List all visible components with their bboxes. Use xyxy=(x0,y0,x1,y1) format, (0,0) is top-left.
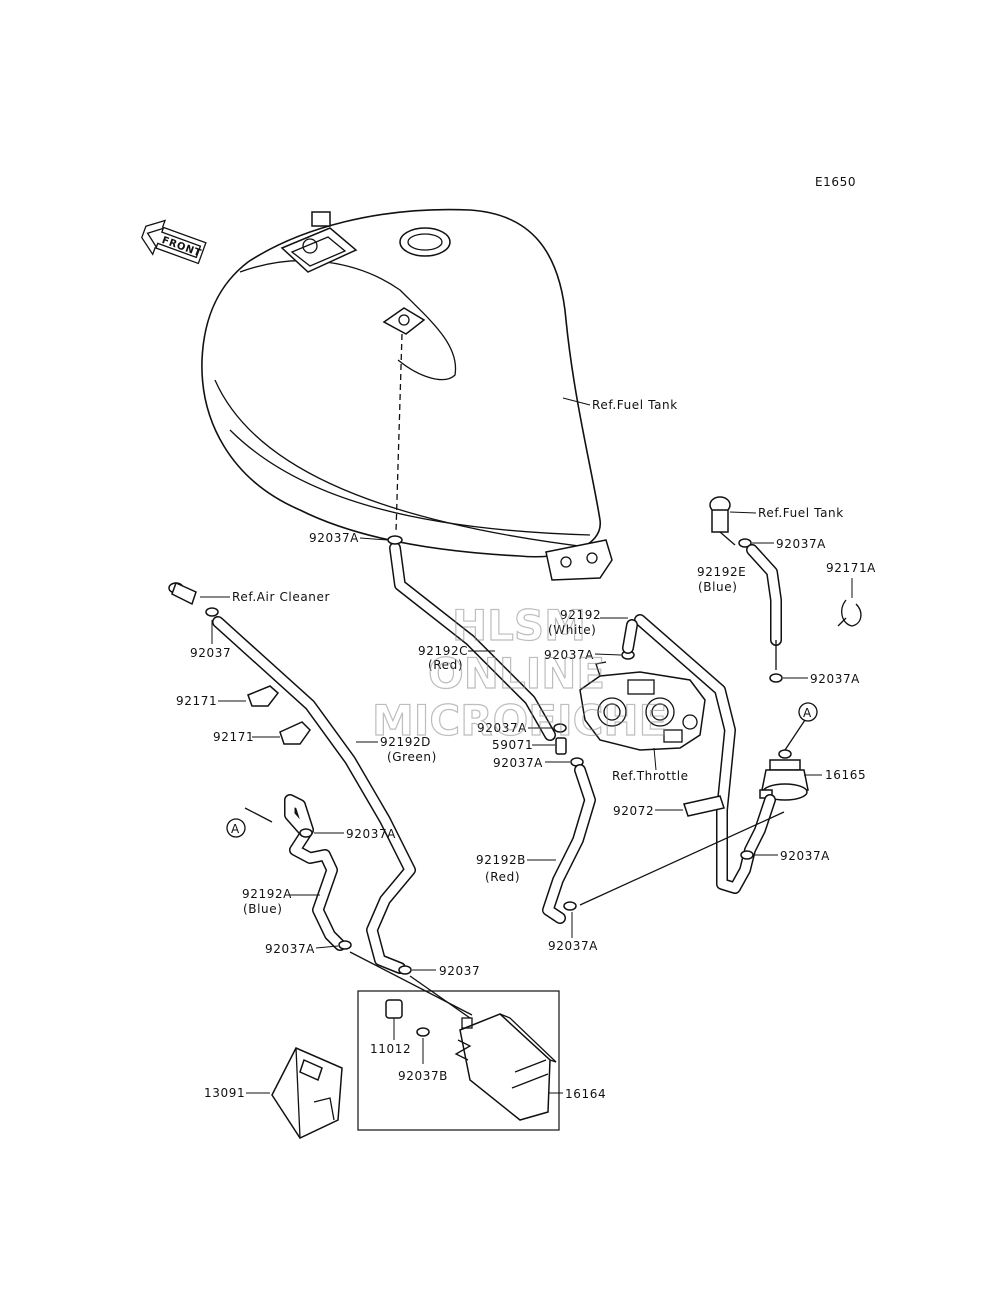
clamp-icon xyxy=(205,607,219,617)
label-92037A-throttle-2: 92037A xyxy=(493,756,543,770)
label-92037A-right-top: 92037A xyxy=(776,537,826,551)
strap-92072 xyxy=(683,795,725,817)
label-92192C: 92192C xyxy=(418,644,468,658)
clamp-icon xyxy=(769,673,783,683)
label-13091: 13091 xyxy=(204,1086,245,1100)
svg-text:A: A xyxy=(803,706,812,720)
ref-fuel-tank-label-2: Ref.Fuel Tank xyxy=(758,506,844,520)
label-92192B: 92192B xyxy=(476,853,526,867)
watermark-line-3: MICROFICHE xyxy=(372,696,667,745)
label-92037A-throttle-1: 92037A xyxy=(477,721,527,735)
label-92192B-color: (Red) xyxy=(485,870,520,884)
clamp-icon xyxy=(553,723,567,733)
air-cleaner-fitting xyxy=(168,581,197,606)
clip-icon xyxy=(279,721,311,745)
label-92037: 92037 xyxy=(190,646,231,660)
clamp-icon xyxy=(740,850,754,860)
clip-icon xyxy=(247,685,280,707)
clamp-icon xyxy=(416,1027,430,1037)
label-92037-bottom: 92037 xyxy=(439,964,480,978)
label-92072: 92072 xyxy=(613,804,654,818)
cap-11012 xyxy=(385,999,403,1019)
reference-a-left: A xyxy=(226,818,246,838)
clamp-icon xyxy=(398,965,412,975)
label-92171-a: 92171 xyxy=(176,694,217,708)
label-92192D-color: (Green) xyxy=(387,750,437,764)
label-92192E: 92192E xyxy=(697,565,746,579)
clamp-icon xyxy=(387,535,403,545)
label-92037B: 92037B xyxy=(398,1069,448,1083)
clamp-icon xyxy=(299,828,313,838)
ref-air-cleaner-label: Ref.Air Cleaner xyxy=(232,590,330,604)
label-92192A-color: (Blue) xyxy=(243,902,283,916)
canister-16165 xyxy=(759,749,809,801)
cover-13091 xyxy=(271,1047,343,1139)
label-92171-b: 92171 xyxy=(213,730,254,744)
label-92192: 92192 xyxy=(560,608,601,622)
label-92037A-mid: 92037A xyxy=(544,648,594,662)
clamp-icon xyxy=(338,940,352,950)
label-92037A-right: 92037A xyxy=(810,672,860,686)
label-92037A-tank: 92037A xyxy=(309,531,359,545)
svg-text:A: A xyxy=(231,822,240,836)
watermark-line-1: HLSM xyxy=(452,601,586,650)
label-16164: 16164 xyxy=(565,1087,606,1101)
fitting-59071 xyxy=(555,737,567,755)
ref-throttle-label: Ref.Throttle xyxy=(612,769,689,783)
fuel-tank xyxy=(201,208,613,581)
watermark-line-2: ONLINE xyxy=(428,649,605,698)
clip-icon xyxy=(837,599,862,627)
tank-valve-assembly xyxy=(280,211,358,273)
label-92037A-left: 92037A xyxy=(346,827,396,841)
clamp-icon xyxy=(563,901,577,911)
label-92037A-left-bottom: 92037A xyxy=(265,942,315,956)
label-92192C-color: (Red) xyxy=(428,658,463,672)
canister-16164 xyxy=(454,1013,557,1121)
reference-a-right: A xyxy=(798,702,818,722)
label-92192A: 92192A xyxy=(242,887,292,901)
label-92192D: 92192D xyxy=(380,735,431,749)
diagram-code: E1650 xyxy=(815,175,856,189)
tank-fitting-right xyxy=(709,496,736,546)
label-92192E-color: (Blue) xyxy=(698,580,738,594)
clamp-icon xyxy=(738,538,752,548)
label-92037A-lower-right: 92037A xyxy=(780,849,830,863)
label-59071: 59071 xyxy=(492,738,533,752)
ref-fuel-tank-label-1: Ref.Fuel Tank xyxy=(592,398,678,412)
label-92037A-center-bottom: 92037A xyxy=(548,939,598,953)
front-arrow-icon: FRONT xyxy=(141,219,207,265)
throttle-body xyxy=(579,661,706,751)
label-92192-color: (White) xyxy=(548,623,596,637)
label-11012: 11012 xyxy=(370,1042,411,1056)
canister-kit-box xyxy=(357,990,560,1131)
label-16165: 16165 xyxy=(825,768,866,782)
label-92171A: 92171A xyxy=(826,561,876,575)
watermark: HLSM ONLINE MICROFICHE xyxy=(371,600,667,745)
